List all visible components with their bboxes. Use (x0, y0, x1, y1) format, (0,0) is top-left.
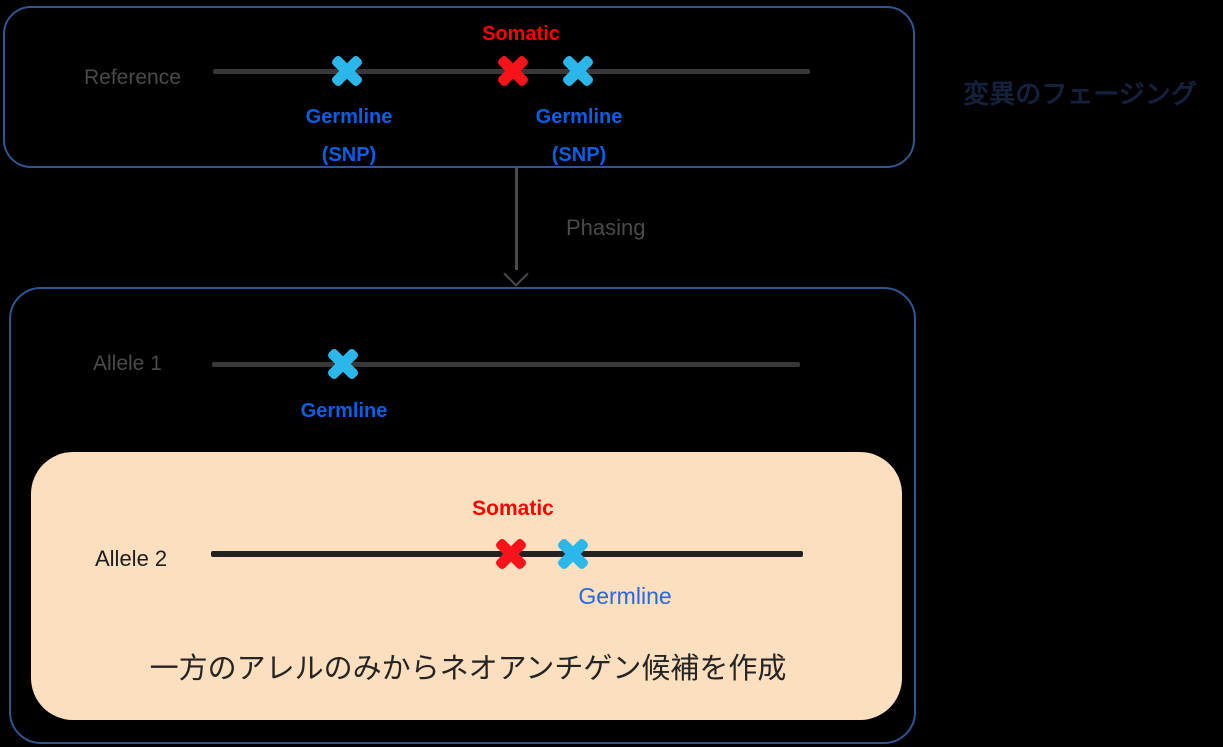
germline-snp-label: Germline (SNP) (536, 98, 623, 174)
somatic-variant-label: Somatic (482, 23, 560, 45)
germline-snp-label-name: Germline (535, 106, 623, 128)
phasing-arrow-shaft (515, 168, 518, 270)
reference-panel: Somatic Reference (3, 6, 915, 168)
allele1-track-label: Allele 1 (93, 352, 162, 375)
somatic-variant-icon (493, 536, 529, 572)
side-note-title: 変異のフェージング (963, 79, 1197, 109)
germline-snp-label-type: (SNP) (321, 144, 377, 166)
germline-snp-label: Germline (SNP) (306, 98, 393, 174)
phased-panel (9, 287, 916, 744)
germline-snp-icon (325, 346, 361, 382)
phasing-label: Phasing (566, 215, 646, 240)
germline-label: Germline (578, 583, 672, 609)
phasing-arrowhead-icon (503, 261, 529, 287)
germline-snp-label-type: (SNP) (551, 144, 607, 166)
allele2-track-label: Allele 2 (95, 546, 168, 571)
reference-track-label: Reference (84, 66, 181, 89)
germline-label-text: Germline (300, 400, 388, 422)
somatic-variant-label: Somatic (472, 497, 554, 520)
germline-snp-icon (560, 53, 596, 89)
germline-snp-icon (555, 536, 591, 572)
somatic-variant-icon (495, 53, 531, 89)
germline-snp-label-name: Germline (305, 106, 393, 128)
allele1-sequence-line (212, 362, 800, 367)
germline-label: Germline (301, 392, 388, 430)
allele2-caption: 一方のアレルのみからネオアンチゲン候補を作成 (149, 653, 787, 685)
germline-snp-icon (329, 53, 365, 89)
allele2-highlight-box (31, 452, 902, 720)
